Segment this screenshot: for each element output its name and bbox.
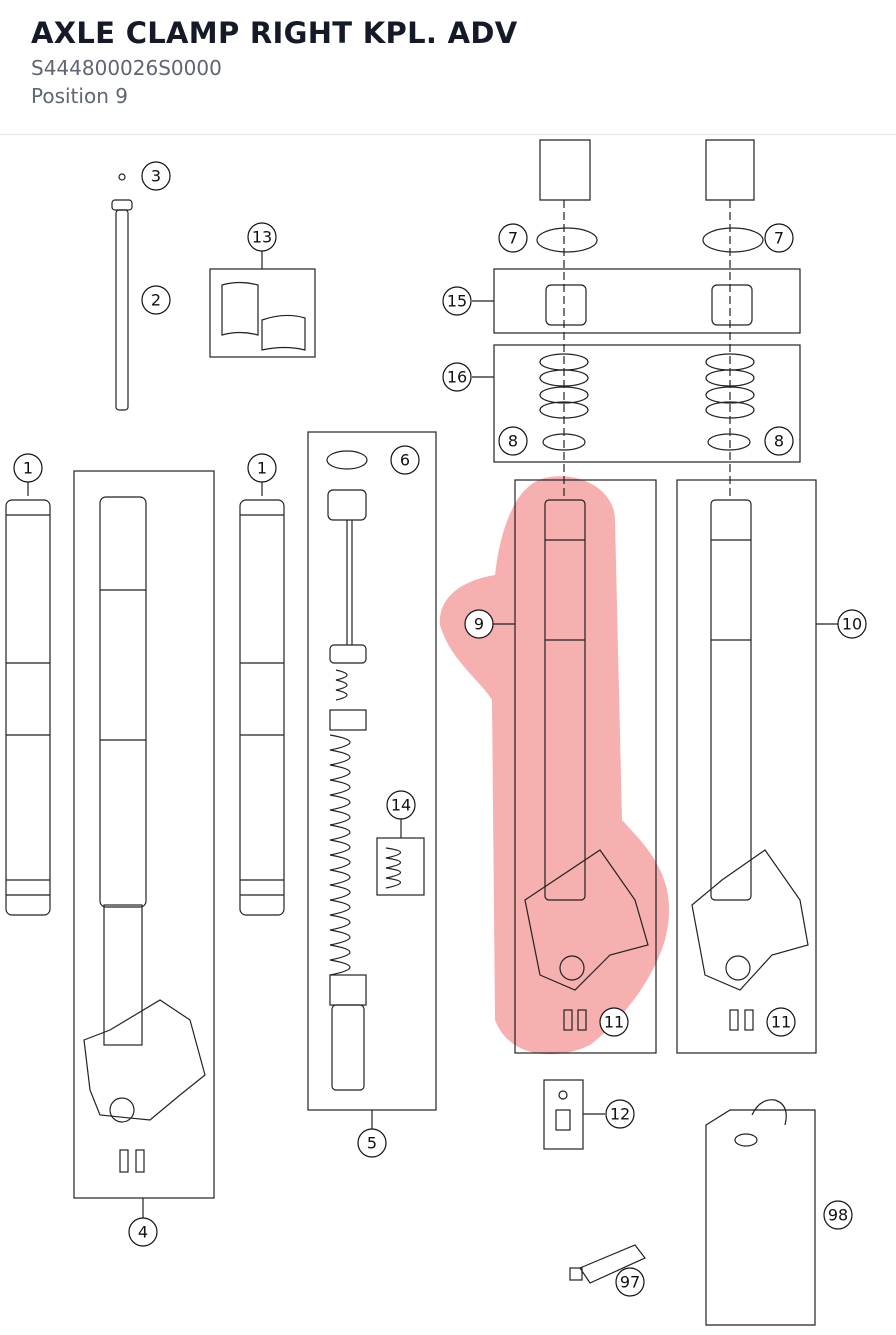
callout-1-left[interactable]: 1 [23,459,33,478]
highlight-position-9 [439,476,670,1055]
group-box-16 [493,344,801,463]
callout-6[interactable]: 6 [400,451,410,470]
callout-7-left[interactable]: 7 [508,229,518,248]
fork-tube-middle [239,499,285,916]
callout-1-right[interactable]: 1 [257,459,267,478]
group-box-9 [514,479,657,1054]
page-title: AXLE CLAMP RIGHT KPL. ADV [31,16,518,50]
group-box-14 [376,837,425,896]
fork-tube-left [5,499,51,916]
page-header: AXLE CLAMP RIGHT KPL. ADV S444800026S000… [0,0,896,135]
group-box-5 [307,431,437,1111]
callout-3[interactable]: 3 [151,167,161,186]
callout-11-left[interactable]: 11 [604,1013,624,1032]
callout-12[interactable]: 12 [610,1105,630,1124]
group-box-12 [543,1079,584,1150]
callout-8-right[interactable]: 8 [774,432,784,451]
callout-8-left[interactable]: 8 [508,432,518,451]
callout-98[interactable]: 98 [828,1206,848,1225]
callout-97[interactable]: 97 [620,1273,640,1292]
group-box-4 [73,470,215,1199]
position-text: Position 9 [31,84,128,108]
callout-16[interactable]: 16 [447,368,467,387]
group-box-15 [493,268,801,334]
callout-15[interactable]: 15 [447,292,467,311]
exploded-parts-diagram: 1 1 2 3 4 5 6 7 7 8 8 9 10 11 11 12 13 1… [5,139,867,1326]
callout-13[interactable]: 13 [252,228,272,247]
callout-5[interactable]: 5 [367,1134,377,1153]
group-box-10 [676,479,817,1054]
callout-7-right[interactable]: 7 [774,229,784,248]
callout-9-selected[interactable]: 9 [474,615,484,634]
callout-10[interactable]: 10 [842,615,862,634]
callout-4[interactable]: 4 [138,1223,148,1242]
callout-14[interactable]: 14 [391,796,411,815]
part-number: S444800026S0000 [31,56,222,80]
callout-11-right[interactable]: 11 [771,1013,791,1032]
callout-2[interactable]: 2 [151,291,161,310]
